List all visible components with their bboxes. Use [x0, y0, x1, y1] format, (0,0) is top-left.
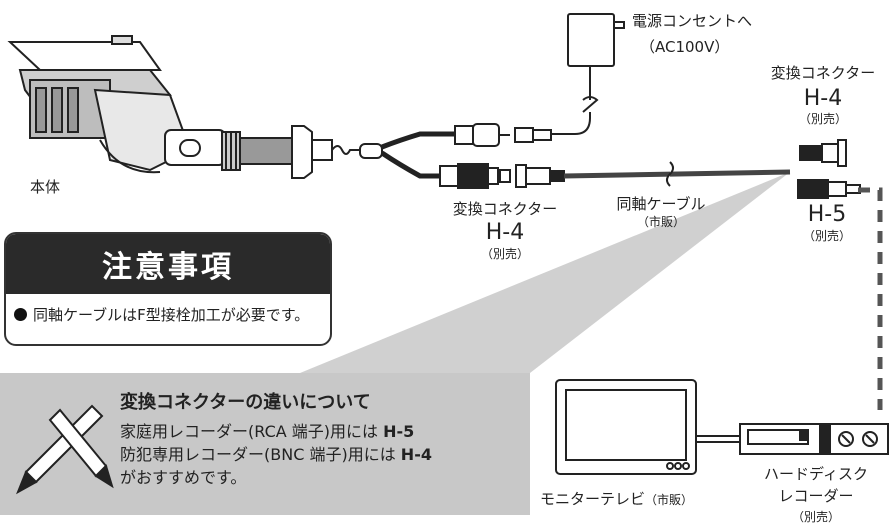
adapter-h4-right-model: H-4 — [803, 86, 843, 111]
caution-box: 注意事項 同軸ケーブルはF型接栓加工が必要です。 — [4, 232, 332, 346]
camera-cable — [331, 145, 372, 155]
note-title: 変換コネクターの違いについて — [120, 392, 371, 413]
adapter-h4-left-name: 変換コネクター — [452, 200, 558, 218]
adapter-h4-left-note: （別売） — [480, 247, 529, 261]
power-outlet-label: 電源コンセントへ — [632, 12, 753, 30]
adapter-h5-note: （別売） — [802, 229, 851, 243]
note-line-1-model: H-5 — [383, 422, 415, 441]
hdd-recorder-line2: レコーダー — [778, 487, 854, 505]
adapter-h4-right-note: （別売） — [798, 112, 847, 126]
power-adapter-icon — [551, 13, 625, 135]
note-line-2-model: H-4 — [400, 445, 432, 464]
caution-title: 注意事項 — [6, 234, 330, 294]
note-line-1-text: 家庭用レコーダー(RCA 端子)用には — [120, 422, 379, 441]
camera-body-icon — [7, 35, 333, 179]
caution-item-text: 同軸ケーブルはF型接栓加工が必要です。 — [33, 306, 310, 324]
note-line-3: がおすすめです。 — [120, 468, 247, 487]
dashed-connection — [858, 187, 883, 410]
hdd-recorder-note: （別売） — [791, 510, 840, 524]
coax-cable-line — [563, 169, 791, 179]
monitor-tv-note: （市販） — [645, 493, 694, 507]
pencil-icon — [16, 404, 114, 495]
coax-cable-note: （市販） — [636, 215, 685, 229]
note-line-1: 家庭用レコーダー(RCA 端子)用には H-5 — [120, 420, 530, 443]
caution-item: 同軸ケーブルはF型接栓加工が必要です。 — [6, 294, 330, 335]
note-content: 変換コネクターの違いについて 家庭用レコーダー(RCA 端子)用には H-5 防… — [120, 392, 530, 489]
bullet-icon — [14, 308, 27, 321]
coax-cable-label: 同軸ケーブル — [616, 195, 706, 213]
monitor-tv-label: モニターテレビ（市販） — [540, 490, 693, 509]
power-voltage-label: （AC100V） — [640, 38, 730, 56]
camera-body-label: 本体 — [30, 178, 61, 196]
hdd-recorder-line1: ハードディスク — [764, 465, 868, 483]
adapter-h5-model: H-5 — [807, 202, 847, 227]
adapter-h4-left-model: H-4 — [485, 220, 525, 245]
note-line-2-text: 防犯専用レコーダー(BNC 端子)用には — [120, 445, 396, 464]
hdd-recorder-icon — [739, 423, 889, 455]
monitor-tv-icon — [555, 379, 697, 475]
monitor-tv-name: モニターテレビ — [540, 490, 646, 508]
adapter-h4-right-name: 変換コネクター — [770, 64, 876, 82]
note-line-2: 防犯専用レコーダー(BNC 端子)用には H-4 — [120, 443, 530, 466]
